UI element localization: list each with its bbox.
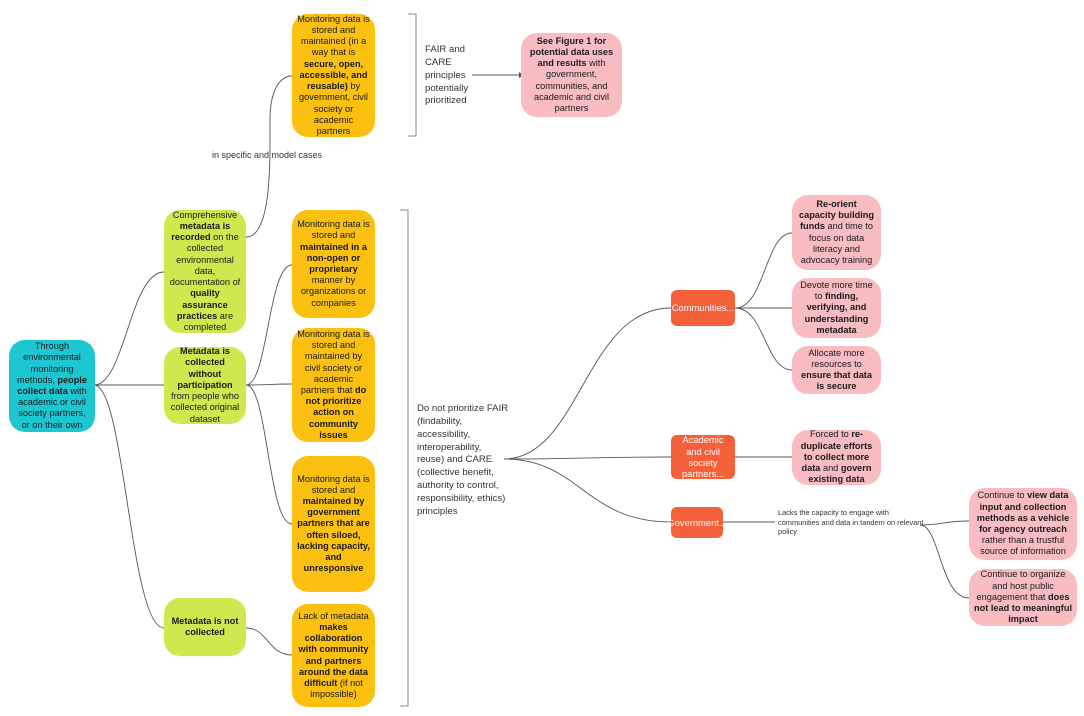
text: Devote more time to xyxy=(800,279,873,302)
text: on the collected environmental data, doc… xyxy=(169,232,241,288)
text-bold: view data input and collection methods a… xyxy=(976,490,1070,534)
link-recorded-open xyxy=(245,75,293,238)
label-specific-cases: in specific and model cases xyxy=(212,150,323,160)
text-bold: maintained in a non-open or proprietary xyxy=(300,241,367,274)
node-proprietary-storage: Monitoring data is stored and maintained… xyxy=(292,210,375,318)
text: from people who collected original datas… xyxy=(170,391,240,424)
node-civil-no-action: Monitoring data is stored and maintained… xyxy=(292,328,375,442)
node-communities: Communities... xyxy=(671,290,735,326)
text-bold: people collect data xyxy=(17,374,87,396)
link-np-government xyxy=(503,458,672,523)
text: (if not impossible) xyxy=(310,677,363,700)
text: Monitoring data is stored and maintained… xyxy=(297,13,370,58)
text-bold: finding, verifying, and understanding me… xyxy=(804,291,869,335)
node-organize-engagement: Continue to organize and host public eng… xyxy=(969,569,1077,626)
text-bold: makes collaboration with community and p… xyxy=(298,621,369,688)
node-metadata-recorded: Comprehensive metadata is recorded on th… xyxy=(164,210,246,333)
text-bold: ensure that data is secure xyxy=(801,370,872,392)
link-np-communities xyxy=(503,307,672,460)
text: with academic or civil society partners,… xyxy=(18,386,87,430)
link-comm-allocate xyxy=(734,307,793,371)
text-bold: do not prioritize action on community is… xyxy=(305,385,367,440)
text: with government, communities, and academ… xyxy=(533,58,610,114)
text-bold: metadata is recorded xyxy=(171,221,231,243)
text-bold: govern existing data xyxy=(808,463,872,485)
text: Continue to organize and host public eng… xyxy=(976,569,1066,602)
node-metadata-not-collected: Metadata is not collected xyxy=(164,598,246,656)
label-fair-care-prioritized: FAIR and CARE principles potentially pri… xyxy=(425,44,469,107)
text-bold: See Figure 1 for potential data uses and… xyxy=(529,35,614,69)
node-lack-metadata: Lack of metadata makes collaboration wit… xyxy=(292,604,375,707)
node-government: Government... xyxy=(667,507,727,538)
text: rather than a trustful source of informa… xyxy=(980,535,1066,557)
text-bold: quality assurance practices xyxy=(176,288,228,321)
text: Allocate more resources to xyxy=(808,347,865,369)
link-without-proprietary xyxy=(245,264,293,386)
text: are completed xyxy=(183,310,234,332)
label-lacks-capacity: Lacks the capacity to engage with commun… xyxy=(778,508,924,537)
text: Monitoring data is stored and xyxy=(297,219,370,241)
text: and time to focus on data literacy and a… xyxy=(800,221,874,265)
brace-top xyxy=(408,13,417,137)
node-devote-time: Devote more time to finding, verifying, … xyxy=(792,278,881,338)
node-metadata-without-participation: Metadata is collected without participat… xyxy=(164,346,246,424)
link-root-not xyxy=(93,384,165,629)
text: Monitoring data is stored and maintained… xyxy=(297,328,370,395)
text: Lack of metadata xyxy=(298,610,369,621)
text: and xyxy=(820,463,841,474)
brace-bottom xyxy=(400,209,409,707)
text: manner by organizations or companies xyxy=(300,275,367,308)
text-bold: secure, open, accessible, and reusable) xyxy=(299,58,368,92)
text-bold: does not lead to meaningful impact xyxy=(974,591,1072,625)
text-bold: maintained by government partners that a… xyxy=(297,495,370,574)
node-allocate-resources: Allocate more resources to ensure that d… xyxy=(792,346,881,394)
link-np-academic xyxy=(503,456,672,460)
text: Through environmental monitoring methods… xyxy=(17,341,81,385)
node-see-figure: See Figure 1 for potential data uses and… xyxy=(521,33,622,117)
link-without-gov xyxy=(245,384,293,525)
text: Forced to xyxy=(809,429,852,440)
node-academic-civil: Academic and civil society partners... xyxy=(671,434,735,479)
text: by government, civil society or academic… xyxy=(299,81,368,136)
label-not-prioritize: Do not prioritize FAIR (findability, acc… xyxy=(417,403,509,517)
link-not-lack xyxy=(245,627,293,656)
link-without-civil xyxy=(245,383,293,386)
node-root: Through environmental monitoring methods… xyxy=(9,340,95,432)
link-lacks-organize xyxy=(919,524,970,599)
text: Monitoring data is stored and xyxy=(297,473,370,495)
node-view-data-input: Continue to view data input and collecti… xyxy=(969,488,1077,560)
node-open-storage: Monitoring data is stored and maintained… xyxy=(292,14,375,137)
text-bold: Metadata is not collected xyxy=(171,615,239,637)
text-bold: re-duplicate efforts to collect more dat… xyxy=(800,429,873,474)
link-comm-reorient xyxy=(734,232,793,309)
node-reorient-funds: Re-orient capacity building funds and ti… xyxy=(792,195,881,270)
link-lacks-view xyxy=(919,520,970,526)
node-government-siloed: Monitoring data is stored and maintained… xyxy=(292,456,375,592)
text-bold: Metadata is collected without participat… xyxy=(177,346,233,390)
text: Comprehensive xyxy=(172,209,238,220)
text: Continue to xyxy=(977,490,1028,501)
node-forced-reduplicate: Forced to re-duplicate efforts to collec… xyxy=(792,429,881,485)
text-bold: Re-orient capacity building funds xyxy=(798,198,875,232)
link-root-recorded xyxy=(93,271,165,386)
